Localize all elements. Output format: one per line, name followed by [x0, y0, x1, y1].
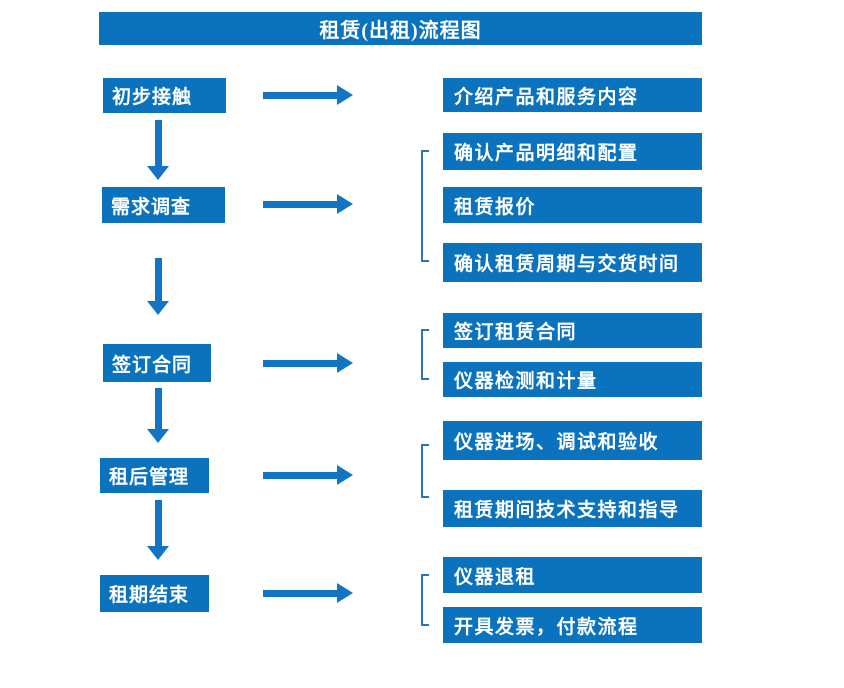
stage-box-sign-contract: 签订合同 — [103, 344, 211, 382]
bracket-rental-end-group — [421, 574, 429, 626]
arrow-shaft — [263, 200, 337, 208]
arrow-shaft — [154, 500, 162, 546]
arrow-right-icon-3 — [263, 353, 353, 373]
arrow-head — [337, 194, 353, 214]
bracket-sign-contract-group — [421, 329, 429, 380]
output-box-rental-quote: 租赁报价 — [443, 187, 702, 223]
arrow-right-icon-1 — [263, 85, 353, 105]
page-title: 租赁(出租)流程图 — [319, 20, 482, 42]
arrow-right-icon-4 — [263, 465, 353, 485]
output-box-invoice-payment: 开具发票，付款流程 — [443, 607, 702, 643]
arrow-shaft — [263, 589, 337, 597]
arrow-shaft — [263, 91, 337, 99]
output-box-confirm-rental-period: 确认租赁周期与交货时间 — [443, 243, 702, 282]
bracket-post-rental-group — [421, 444, 429, 498]
output-box-technical-support: 租赁期间技术支持和指导 — [443, 490, 702, 527]
arrow-shaft — [154, 120, 162, 166]
arrow-right-icon-2 — [263, 194, 353, 214]
arrow-down-icon-1 — [147, 120, 169, 180]
output-box-sign-rental-contract: 签订租赁合同 — [443, 313, 702, 348]
stage-box-initial-contact: 初步接触 — [103, 78, 226, 113]
stage-box-rental-end: 租期结束 — [100, 575, 209, 612]
arrow-down-icon-2 — [147, 258, 169, 315]
arrow-head — [147, 429, 169, 443]
title-bar: 租赁(出租)流程图 — [99, 12, 702, 45]
arrow-shaft — [263, 359, 337, 367]
arrow-shaft — [154, 258, 162, 301]
arrow-shaft — [154, 388, 162, 429]
output-box-instrument-inspection: 仪器检测和计量 — [443, 362, 702, 397]
arrow-down-icon-3 — [147, 388, 169, 443]
output-box-confirm-product-details: 确认产品明细和配置 — [443, 133, 702, 170]
arrow-head — [147, 301, 169, 315]
arrow-head — [147, 546, 169, 560]
arrow-right-icon-5 — [263, 583, 353, 603]
arrow-head — [337, 583, 353, 603]
stage-box-demand-survey: 需求调查 — [102, 187, 225, 223]
output-box-instrument-setup-acceptance: 仪器进场、调试和验收 — [443, 421, 702, 460]
arrow-head — [147, 166, 169, 180]
output-box-introduce-products: 介绍产品和服务内容 — [443, 78, 702, 112]
output-box-instrument-return: 仪器退租 — [443, 557, 702, 593]
arrow-head — [337, 85, 353, 105]
arrow-head — [337, 465, 353, 485]
arrow-down-icon-4 — [147, 500, 169, 560]
arrow-shaft — [263, 471, 337, 479]
stage-box-post-rental-management: 租后管理 — [100, 458, 209, 493]
arrow-head — [337, 353, 353, 373]
bracket-demand-survey-group — [421, 150, 429, 262]
